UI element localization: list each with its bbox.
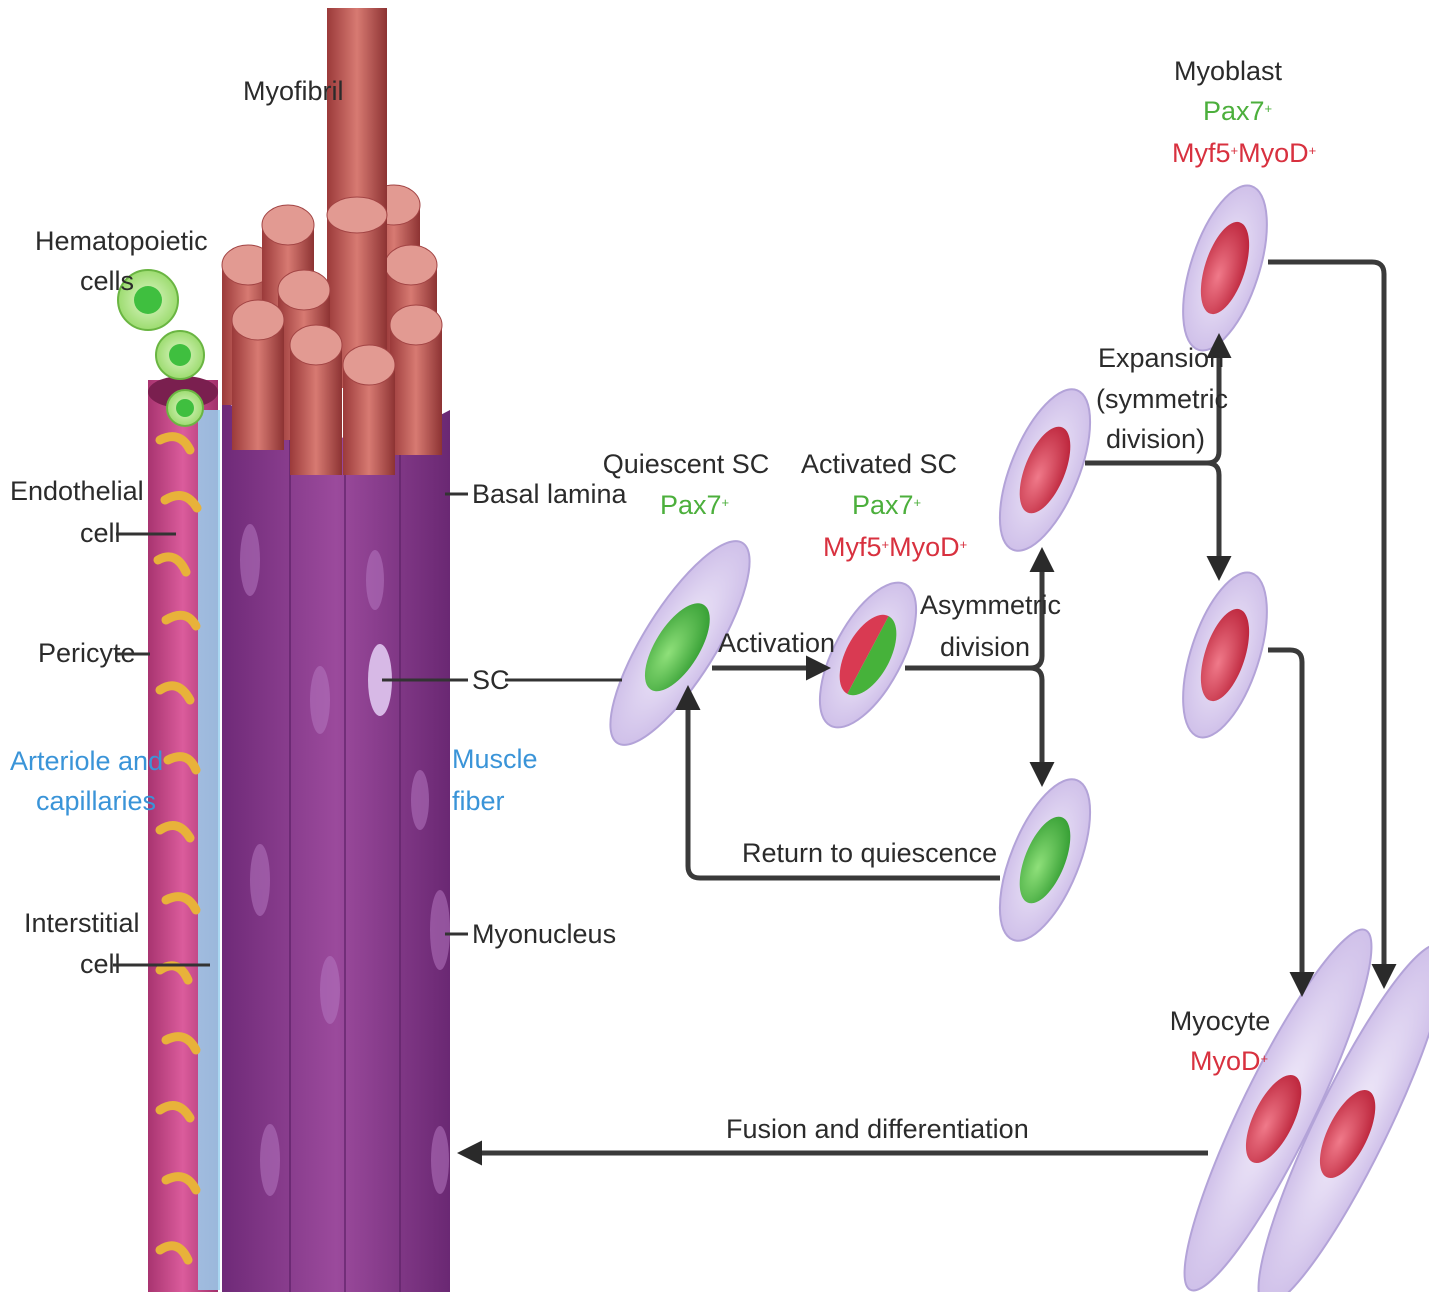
label-asymmetric-2: division xyxy=(940,632,1030,662)
myoblast-marker-1: Pax7+ xyxy=(1203,96,1272,126)
arrow-expansion-to-myocyte xyxy=(1268,650,1302,992)
muscle-fiber xyxy=(222,400,450,1292)
label-endothelial-1: Endothelial xyxy=(10,476,144,506)
label-muscle-fiber-1: Muscle xyxy=(452,744,538,774)
upper-daughter-cell xyxy=(981,378,1108,563)
label-arteriole-2: capillaries xyxy=(36,786,156,816)
arrow-asym-down xyxy=(1030,668,1042,782)
label-return: Return to quiescence xyxy=(742,838,997,868)
label-fusion: Fusion and differentiation xyxy=(726,1114,1029,1144)
label-sc: SC xyxy=(472,665,510,695)
label-muscle-fiber-2: fiber xyxy=(452,786,505,816)
activated-title: Activated SC xyxy=(801,449,957,479)
label-activation: Activation xyxy=(718,628,835,658)
label-hematopoietic-2: cells xyxy=(80,266,134,296)
arteriole-vessel xyxy=(118,270,220,1292)
activated-marker-2: Myf5+MyoD+ xyxy=(823,532,967,562)
label-hematopoietic-1: Hematopoietic xyxy=(35,226,208,256)
myocyte-marker: MyoD+ xyxy=(1190,1046,1268,1076)
myoblast-cell xyxy=(1166,176,1284,361)
label-arteriole-1: Arteriole and xyxy=(10,746,163,776)
myocyte-title: Myocyte xyxy=(1170,1006,1271,1036)
quiescent-title: Quiescent SC xyxy=(603,449,770,479)
expansion-cell xyxy=(1166,563,1284,748)
label-basal-lamina: Basal lamina xyxy=(472,479,628,509)
arrow-myoblast-to-myocyte xyxy=(1268,262,1384,984)
label-endothelial-2: cell xyxy=(80,518,121,548)
myoblast-marker-2: Myf5+MyoD+ xyxy=(1172,138,1316,168)
label-expansion-2: (symmetric xyxy=(1096,384,1228,414)
activated-marker-1: Pax7+ xyxy=(852,490,921,520)
label-expansion-3: division) xyxy=(1106,424,1205,454)
label-asymmetric-1: Asymmetric xyxy=(920,590,1061,620)
label-myofibril: Myofibril xyxy=(243,76,344,106)
interstitial-cell-strip xyxy=(198,410,220,1290)
label-expansion-1: Expansion xyxy=(1098,343,1224,373)
label-myonucleus: Myonucleus xyxy=(472,919,616,949)
label-interstitial-1: Interstitial xyxy=(24,908,140,938)
arrow-expansion-down xyxy=(1207,463,1219,576)
myoblast-title: Myoblast xyxy=(1174,56,1283,86)
lower-daughter-cell xyxy=(981,768,1108,953)
quiescent-marker: Pax7+ xyxy=(660,490,729,520)
